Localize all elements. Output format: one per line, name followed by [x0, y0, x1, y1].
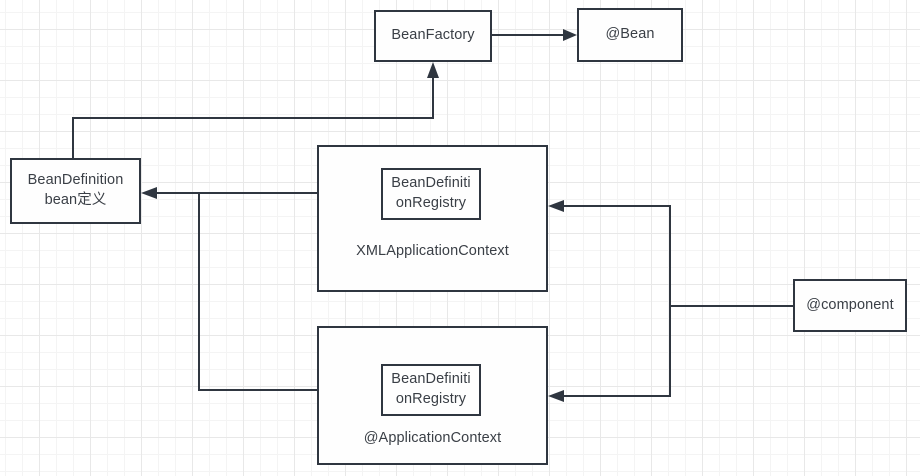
node-bean-definition[interactable]: BeanDefinition bean定义 [10, 158, 141, 224]
container-caption-annotation-application-context: @ApplicationContext [363, 430, 502, 446]
node-registry-annotation[interactable]: BeanDefiniti onRegistry [381, 364, 481, 416]
arrowhead-to-annotation-context [548, 390, 564, 402]
node-label-component-annotation: @component [806, 296, 894, 313]
node-label-bean-annotation: @Bean [605, 26, 655, 43]
edge-component-to-xml-context [554, 205, 794, 307]
node-bean-annotation[interactable]: @Bean [577, 8, 683, 62]
arrowhead-to-beandefinition [141, 187, 157, 199]
node-label-registry-xml: BeanDefiniti onRegistry [391, 175, 471, 211]
container-caption-xml-application-context: XMLApplicationContext [356, 243, 509, 259]
arrowhead-to-xml-context [548, 200, 564, 212]
node-component-annotation[interactable]: @component [793, 279, 907, 332]
arrowhead-to-beanfactory [427, 62, 439, 78]
node-label-registry-annotation: BeanDefiniti onRegistry [391, 371, 471, 407]
edge-component-to-annotation-context [554, 305, 671, 397]
node-registry-xml[interactable]: BeanDefiniti onRegistry [381, 168, 481, 220]
arrowhead-to-bean [563, 29, 577, 41]
node-label-bean-factory: BeanFactory [391, 27, 475, 44]
node-bean-factory[interactable]: BeanFactory [374, 10, 492, 62]
node-label-bean-definition: BeanDefinition bean定义 [27, 172, 124, 208]
